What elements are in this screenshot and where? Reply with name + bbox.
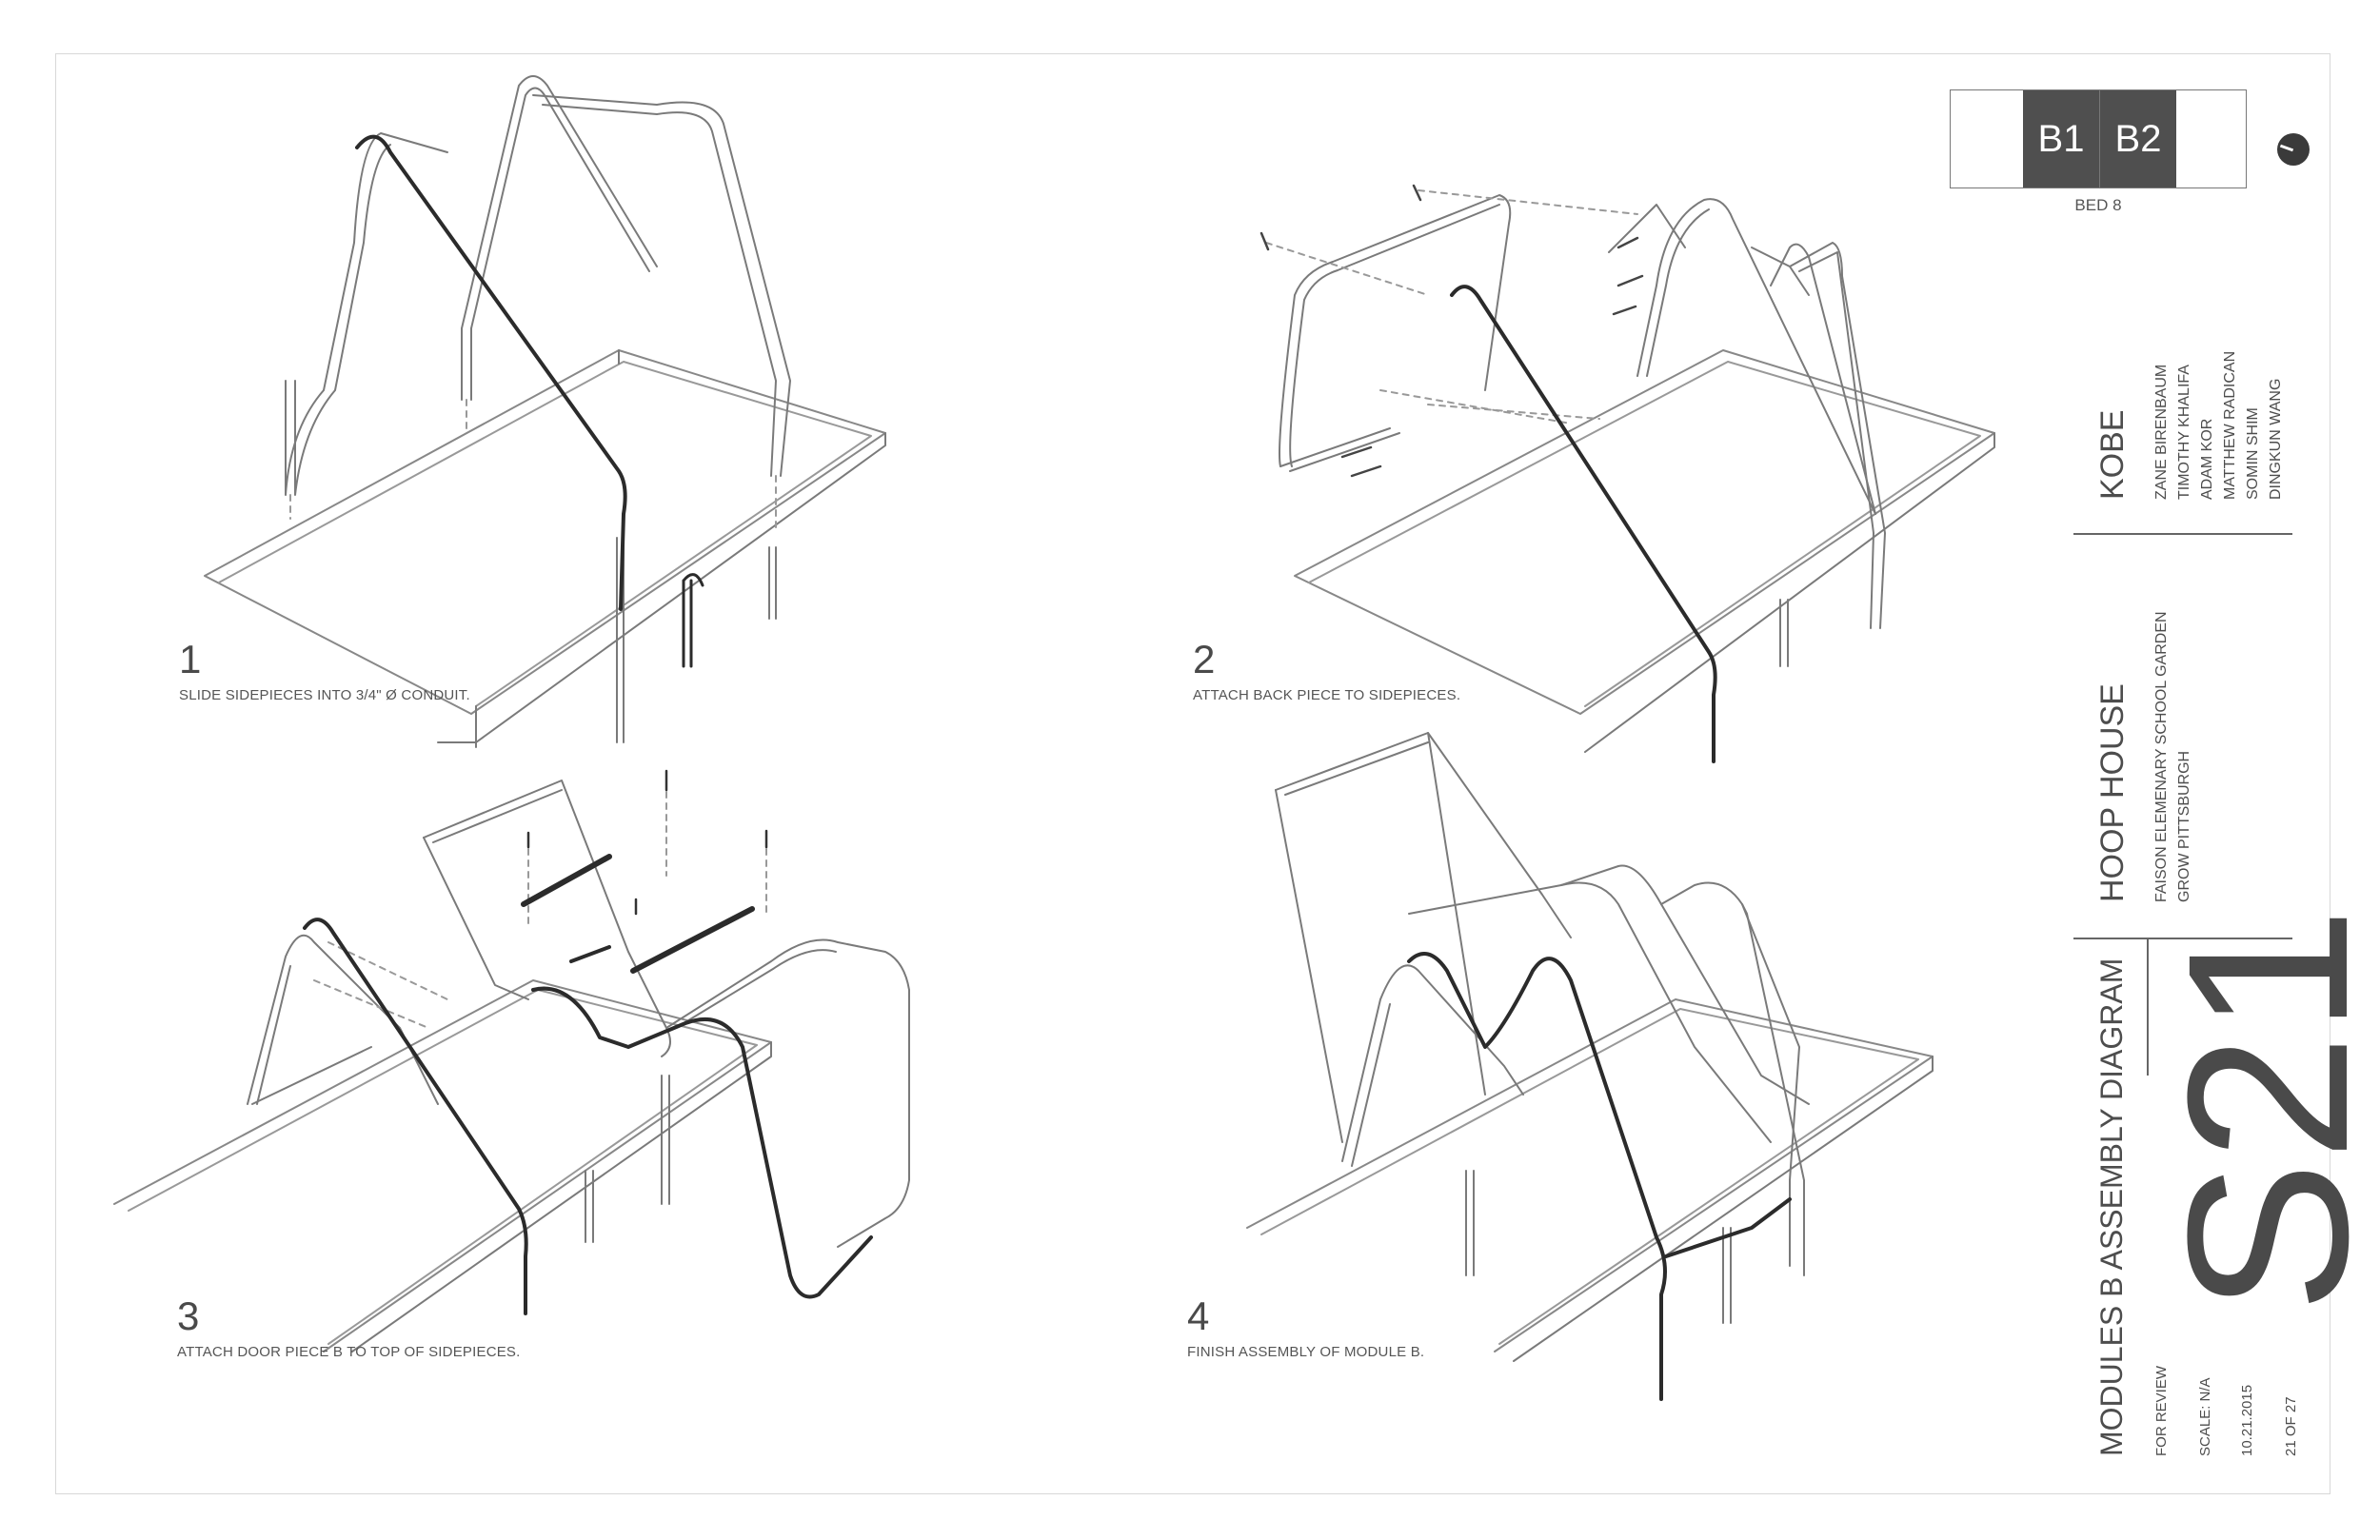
step-1-number: 1 [179,637,202,681]
sheet-scale: SCALE: N/A [2197,1377,2213,1456]
team-name: KOBE [2094,409,2131,500]
step-4-illustration [1246,732,1934,1401]
title-block-rule-2 [2073,938,2292,939]
step-3-caption: ATTACH DOOR PIECE B TO TOP OF SIDEPIECES… [177,1344,521,1360]
project-title: HOOP HOUSE [2094,683,2131,902]
step-4-number: 4 [1187,1293,1210,1338]
key-plan: B1 B2 [1950,89,2247,188]
sheet-date: 10.21.2015 [2239,1384,2255,1456]
team-member-4: MATTHEW RADICAN [2222,350,2238,500]
team-member-2: TIMOTHY KHALIFA [2176,365,2192,500]
title-block-rule-3 [2147,938,2149,1076]
step-3-illustration [113,769,910,1352]
sheet-status: FOR REVIEW [2153,1365,2170,1456]
sheet-title: MODULES B ASSEMBLY DIAGRAM [2094,958,2129,1456]
key-plan-bed-b1: B1 [2023,90,2099,188]
project-line-2: GROW PITTSBURGH [2176,750,2192,902]
key-plan-divider [2099,90,2101,188]
north-arrow-icon [2277,133,2310,166]
step-3-number: 3 [177,1293,200,1338]
key-plan-label: BED 8 [2074,196,2122,214]
team-member-6: DINGKUN WANG [2268,378,2284,500]
step-1-illustration [204,75,886,748]
step-2-number: 2 [1193,637,1216,681]
step-1-caption: SLIDE SIDEPIECES INTO 3/4" Ø CONDUIT. [179,687,470,703]
team-member-5: SOMIN SHIM [2245,407,2261,500]
team-member-1: ZANE BIRENBAUM [2153,364,2170,500]
project-line-1: FAISON ELEMENARY SCHOOL GARDEN [2153,611,2170,902]
step-2-illustration [1259,184,1995,763]
key-plan-bed-b2: B2 [2100,90,2176,188]
title-block-rule-1 [2073,533,2292,535]
step-4-caption: FINISH ASSEMBLY OF MODULE B. [1187,1344,1425,1360]
sheet-number: S21 [2140,906,2380,1313]
drawing-sheet-border [55,53,2330,1494]
step-2-caption: ATTACH BACK PIECE TO SIDEPIECES. [1193,687,1461,703]
sheet-page: 21 OF 27 [2283,1396,2299,1456]
team-member-3: ADAM KOR [2199,418,2215,500]
